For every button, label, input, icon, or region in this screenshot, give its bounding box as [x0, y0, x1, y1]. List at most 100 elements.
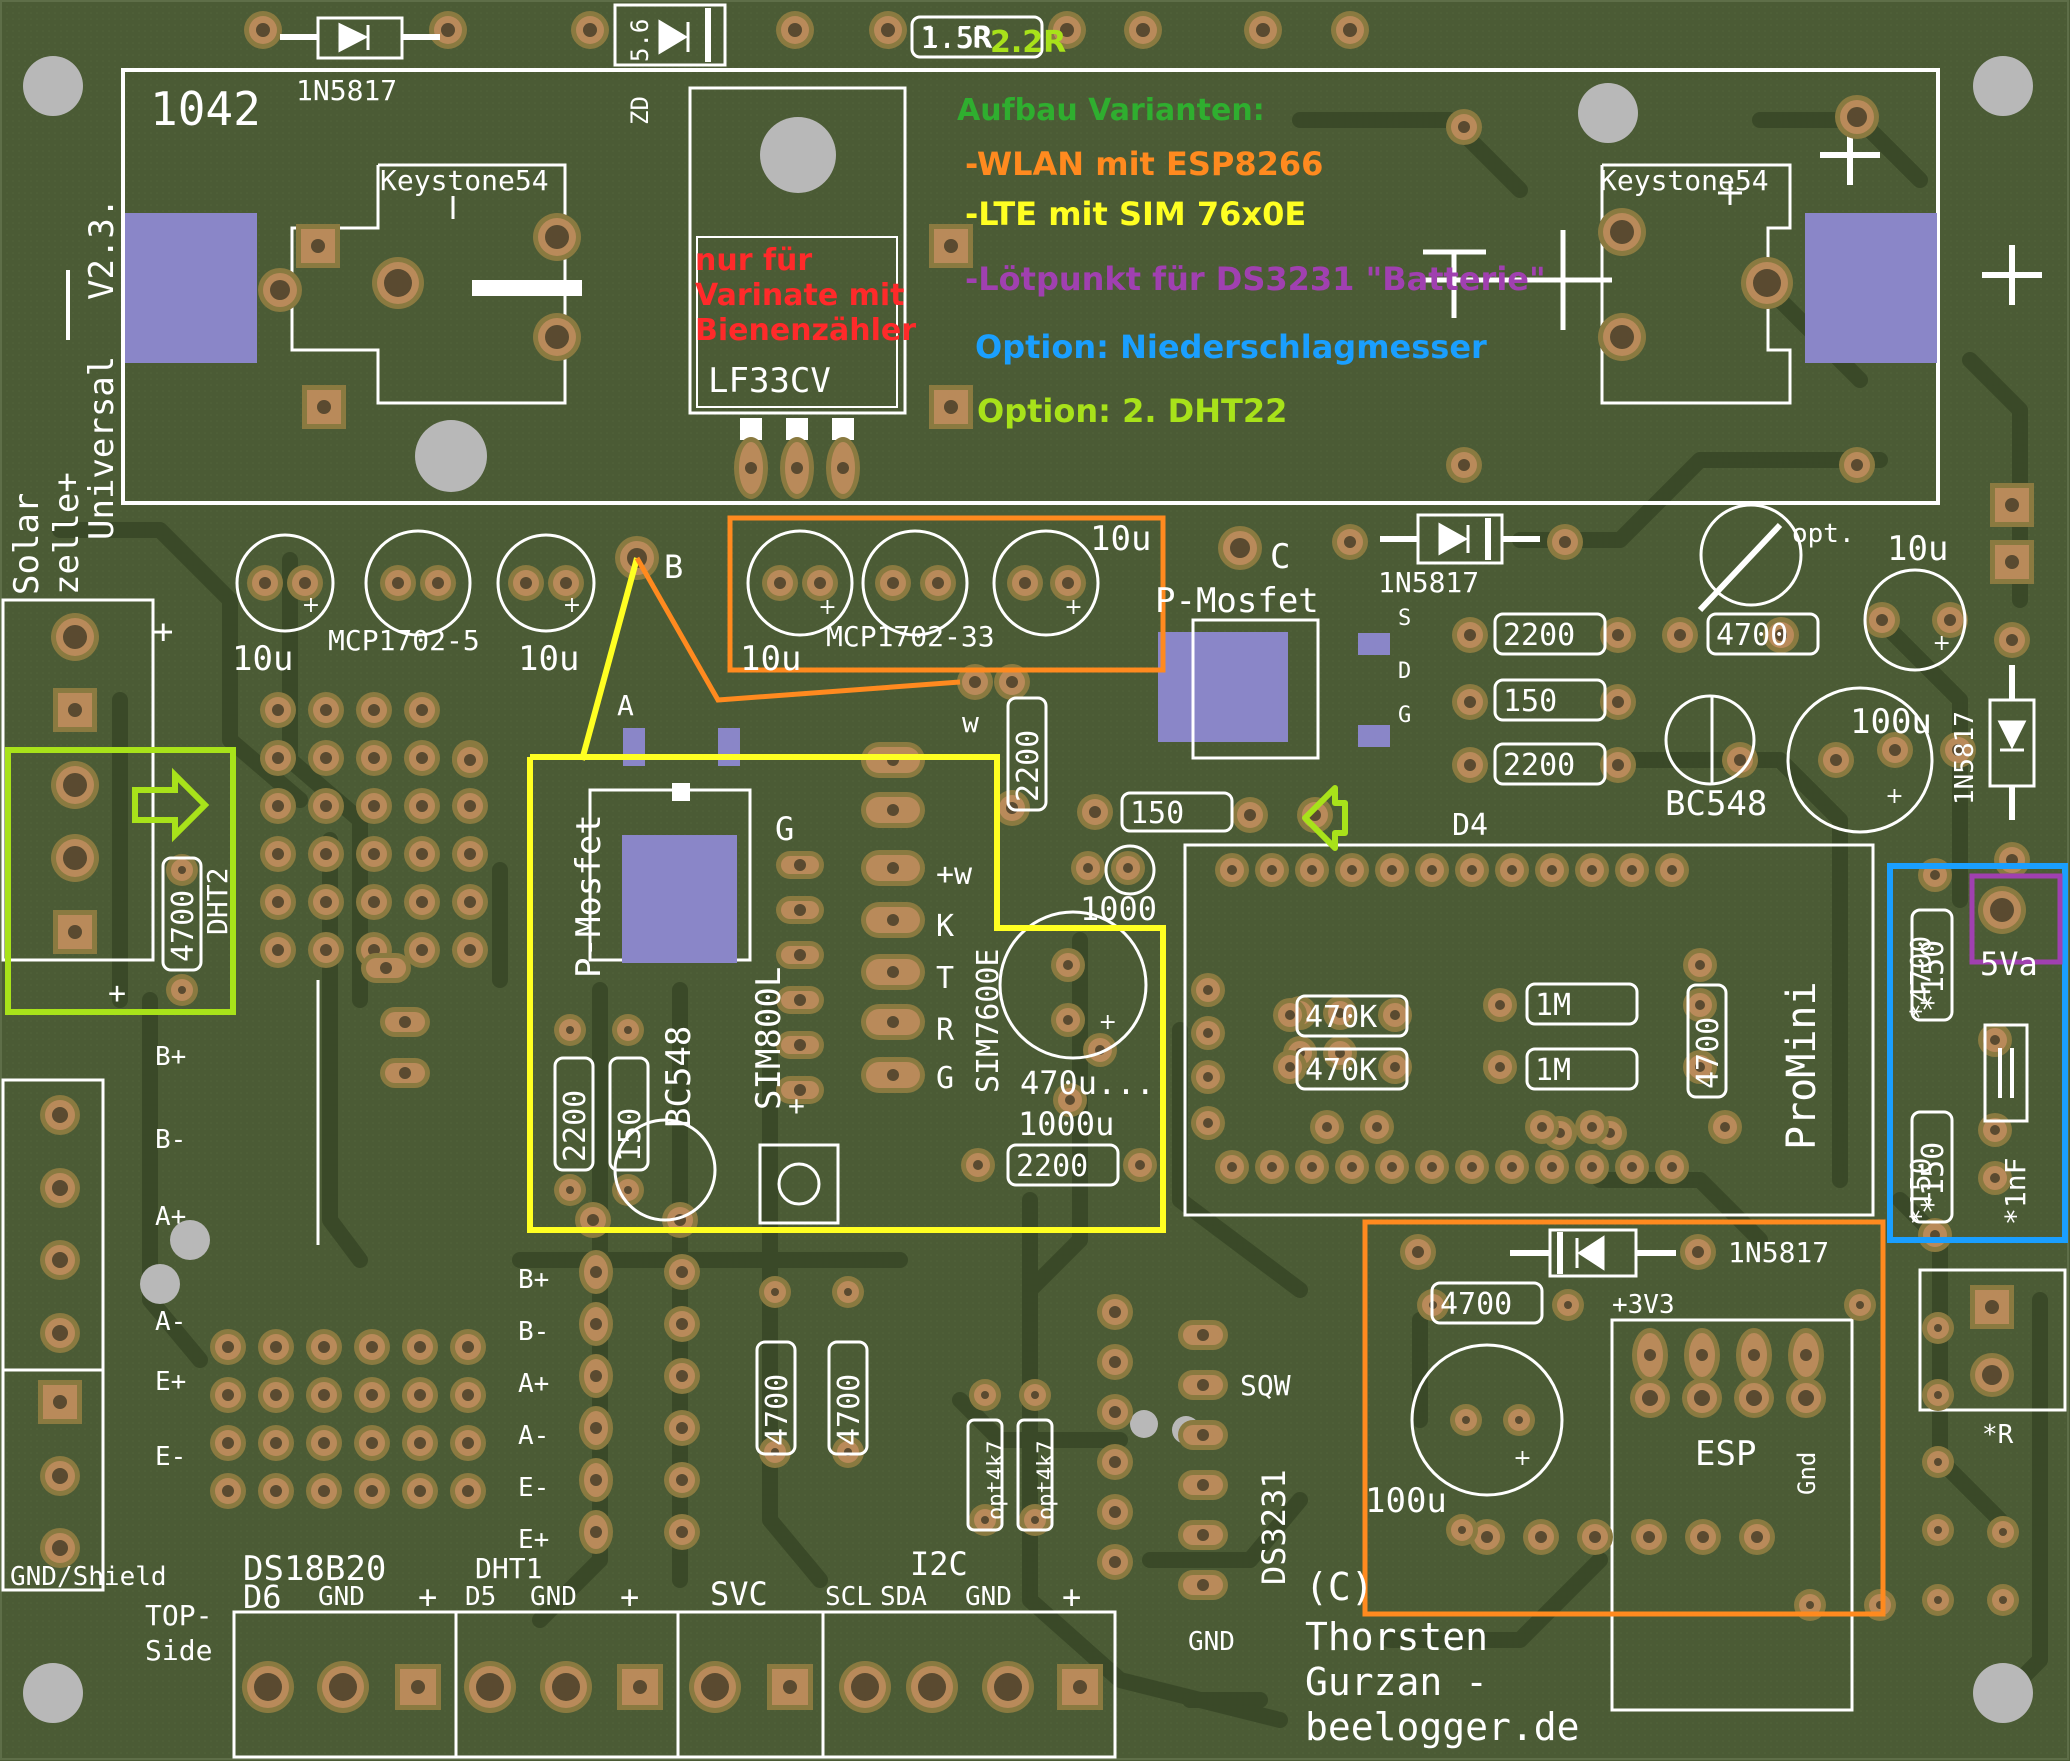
- resistor-value: 1M: [1535, 988, 1571, 1023]
- pad-drill: [416, 944, 428, 956]
- pad-drill: [881, 23, 895, 37]
- capacitor-body: [1104, 844, 1156, 896]
- pad-drill: [222, 1389, 234, 1401]
- pad-drill: [329, 1673, 357, 1701]
- pad-drill: [676, 1422, 688, 1434]
- resistor-body: [1910, 908, 1954, 1022]
- pad-drill: [1123, 863, 1133, 873]
- pad-drill: [399, 1016, 411, 1028]
- resistor-value: 150: [1130, 796, 1184, 831]
- pad-drill: [1934, 1526, 1942, 1534]
- opt4k7-body: [1016, 1418, 1054, 1532]
- pad-drill: [1197, 1479, 1209, 1491]
- copyright-3: Gurzan -: [1305, 1660, 1488, 1704]
- conn-i2c-sda: SDA: [880, 1582, 927, 1612]
- esp-label: ESP: [1695, 1434, 1756, 1474]
- highlight-purple: [1969, 873, 2063, 965]
- capacitor-body: [998, 910, 1148, 1060]
- pad-drill: [1695, 960, 1705, 970]
- bc548-yellow: BC548: [659, 1026, 699, 1128]
- conn-ds18b20-plus: +: [418, 1578, 437, 1616]
- pad-drill: [68, 703, 82, 717]
- resistor-value: 2200: [1503, 618, 1575, 653]
- pad-drill: [299, 577, 311, 589]
- pad-drill: [476, 1673, 504, 1701]
- pad-drill: [545, 325, 569, 349]
- pad-drill: [464, 754, 476, 766]
- pad-drill: [1197, 1529, 1209, 1541]
- pad-drill: [1695, 1062, 1705, 1072]
- resistor-body: [1706, 612, 1820, 656]
- pad-drill: [1753, 269, 1781, 297]
- pad-drill: [270, 280, 290, 300]
- left-pin-a-minus: A-: [155, 1307, 186, 1337]
- v5a-label: 5Va: [1980, 945, 2038, 983]
- capacitor-body: [1699, 503, 1803, 607]
- pad-drill: [1427, 1162, 1437, 1172]
- pad-drill: [416, 896, 428, 908]
- pad-drill: [1073, 1680, 1087, 1694]
- capacitor-body: [364, 529, 472, 637]
- pad-drill: [1065, 1095, 1075, 1105]
- pad-drill: [566, 1186, 574, 1194]
- pad-drill: [1089, 806, 1101, 818]
- v33-label: +3V3: [1612, 1290, 1675, 1320]
- zd-value: 5.6: [626, 19, 654, 62]
- solar-label-1: Solar: [7, 493, 47, 595]
- pad-drill: [1798, 1390, 1814, 1406]
- conn-i2c-plus: +: [1062, 1578, 1081, 1616]
- pad-drill: [1267, 1162, 1277, 1172]
- capacitor-plus: +: [1099, 1010, 1117, 1035]
- pad-drill: [633, 1680, 647, 1694]
- p-mosfet-right: [1158, 618, 1390, 760]
- highlight-blue: [1887, 863, 2068, 1243]
- pad-drill: [1343, 23, 1357, 37]
- capacitor-plus: +: [302, 593, 320, 618]
- pad-drill: [1203, 985, 1213, 995]
- resistor-body: [910, 15, 1044, 59]
- pad-drill: [676, 1474, 688, 1486]
- resistor-body: [1525, 1047, 1639, 1091]
- pad-drill: [318, 1437, 330, 1449]
- r-star-label: *R: [1982, 1420, 2014, 1450]
- pad-drill: [1063, 960, 1073, 970]
- pad-drill: [52, 1180, 68, 1196]
- pad-drill: [590, 1318, 602, 1330]
- pad-drill: [1203, 1028, 1213, 1038]
- pad-drill: [270, 1389, 282, 1401]
- pad-drill: [1347, 1162, 1357, 1172]
- pmosfet-d: D: [1398, 659, 1411, 684]
- pad-drill: [774, 577, 786, 589]
- pad-drill: [416, 704, 428, 716]
- pad-drill: [272, 752, 284, 764]
- resistor-body: [1493, 612, 1607, 656]
- pad-drill: [318, 1341, 330, 1353]
- resistor-body: [1525, 982, 1639, 1026]
- pad-drill: [368, 848, 380, 860]
- keystone-left: [125, 163, 582, 405]
- pad-drill: [462, 1389, 474, 1401]
- pad-drill: [1267, 865, 1277, 875]
- conn-dht1-gnd: GND: [530, 1582, 577, 1612]
- pad-drill: [887, 804, 899, 816]
- diode-right-label: 1N5817: [1950, 711, 1980, 805]
- pad-drill: [1627, 1162, 1637, 1172]
- resistor-values: 1.5R47002200150220015022004700470K470K1M…: [166, 21, 1951, 1446]
- resistor-body: [755, 1340, 797, 1456]
- capacitor-body: [861, 529, 969, 637]
- pad-drill: [462, 1341, 474, 1353]
- resistor-value: *150: [1916, 1142, 1951, 1214]
- capacitor-body: [992, 529, 1100, 637]
- resistor-body: [553, 1056, 595, 1172]
- pad-drill: [1063, 1015, 1073, 1025]
- pad-drill: [1934, 1324, 1942, 1332]
- pad-drill: [1746, 1390, 1762, 1406]
- left-pin-a-plus: A+: [155, 1202, 186, 1232]
- pad-drill: [814, 577, 826, 589]
- pad-drill: [1990, 1173, 2000, 1183]
- cap-10u-1: 10u: [232, 639, 293, 679]
- pad-drill: [1006, 676, 1018, 688]
- pad-drill: [222, 1485, 234, 1497]
- pad-drill: [794, 904, 806, 916]
- pmosfet-s: S: [1398, 606, 1411, 631]
